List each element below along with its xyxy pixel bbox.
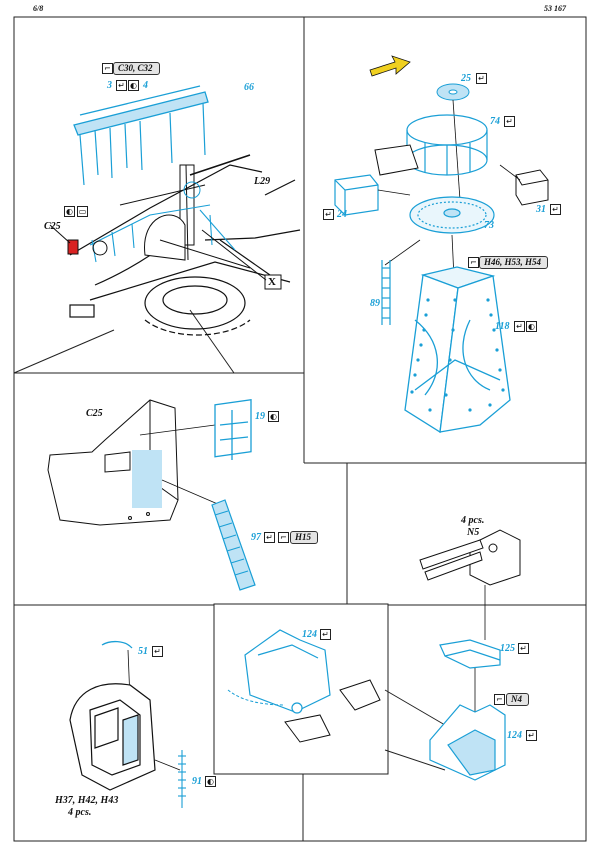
kit-number: 53 167 bbox=[544, 4, 566, 13]
part-number-89: 89 bbox=[370, 298, 380, 309]
parts-tag-c30-c32: C30, C32 bbox=[113, 62, 160, 75]
bend-icon: ⌐ bbox=[468, 257, 479, 268]
part-number-124b: 124 bbox=[507, 730, 522, 741]
fold-icon: ↵ bbox=[526, 730, 537, 741]
cut-icon: ▭ bbox=[77, 206, 88, 217]
part-label-c25: C25 bbox=[44, 221, 61, 232]
part-number-31: 31 bbox=[536, 204, 546, 215]
part-number-3: 3 bbox=[107, 80, 112, 91]
part-number-51: 51 bbox=[138, 646, 148, 657]
part-number-19: 19 bbox=[255, 411, 265, 422]
quantity-label: 4 pcs. bbox=[461, 515, 485, 526]
part-number-73: 73 bbox=[484, 220, 494, 231]
bend-icon: ⌐ bbox=[102, 63, 113, 74]
part-number-4: 4 bbox=[143, 80, 148, 91]
parts-tag-n4: N4 bbox=[506, 693, 529, 706]
fold-icon: ↵ bbox=[518, 643, 529, 654]
part-number-24: 24 bbox=[337, 209, 347, 220]
bend-icon: ⌐ bbox=[494, 694, 505, 705]
part-number-118: 118 bbox=[495, 321, 510, 332]
part-number-74: 74 bbox=[490, 116, 500, 127]
parts-list-h37-h42-h43: H37, H42, H43 bbox=[55, 795, 119, 806]
parts-tag-h15: H15 bbox=[290, 531, 319, 544]
fold-icon: ↵ bbox=[476, 73, 487, 84]
part-number-124: 124 bbox=[302, 629, 317, 640]
detail-marker-x: X bbox=[268, 276, 276, 288]
fold-icon: ↵ bbox=[514, 321, 525, 332]
fold-icon: ↵ bbox=[264, 532, 275, 543]
part-number-125: 125 bbox=[500, 643, 515, 654]
fold-icon: ↵ bbox=[323, 209, 334, 220]
part-label-l29: L29 bbox=[254, 176, 271, 187]
part-number-66: 66 bbox=[244, 82, 254, 93]
part-label-c25: C25 bbox=[86, 408, 103, 419]
part-number-25: 25 bbox=[461, 73, 471, 84]
paint-icon: ◐ bbox=[205, 776, 216, 787]
front-arrow-icon bbox=[369, 55, 411, 77]
paint-icon: ◐ bbox=[128, 80, 139, 91]
parts-tag-h46-h53-h54: H46, H53, H54 bbox=[479, 256, 549, 269]
bend-icon: ⌐ bbox=[278, 532, 289, 543]
fold-icon: ↵ bbox=[504, 116, 515, 127]
part-number-97: 97 bbox=[251, 532, 261, 543]
paint-icon: ◐ bbox=[526, 321, 537, 332]
page-number: 6/8 bbox=[33, 4, 44, 13]
quantity-label: 4 pcs. bbox=[68, 807, 92, 818]
part-label-n5: N5 bbox=[467, 527, 480, 538]
fold-icon: ↵ bbox=[550, 204, 561, 215]
fold-icon: ↵ bbox=[320, 629, 331, 640]
paint-icon: ◐ bbox=[64, 206, 75, 217]
part-number-91: 91 bbox=[192, 776, 202, 787]
fold-icon: ↵ bbox=[116, 80, 127, 91]
fold-icon: ↵ bbox=[152, 646, 163, 657]
paint-icon: ◐ bbox=[268, 411, 279, 422]
